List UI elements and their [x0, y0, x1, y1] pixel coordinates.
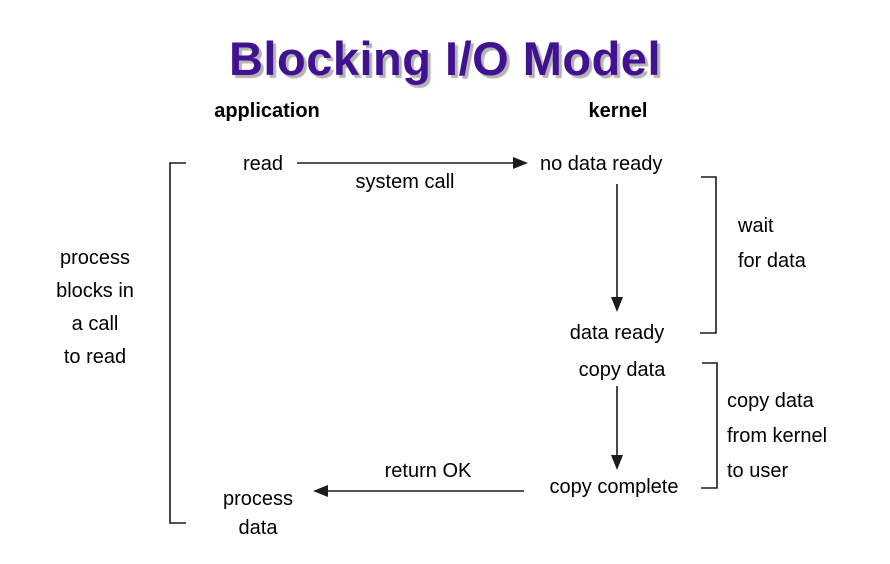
process-blocks-line1: process [59, 247, 131, 269]
arrowhead-down-icon [611, 297, 623, 312]
node-read: read [242, 153, 284, 175]
process-blocks-line4: to read [63, 346, 127, 368]
system-call-label: system call [355, 171, 455, 193]
node-copy-complete: copy complete [549, 476, 679, 498]
diagram-title: Blocking I/O Model [228, 32, 662, 85]
process-blocks-line3: a call [71, 313, 119, 335]
wait-for-data-bracket [700, 176, 717, 334]
wait-for-data-annotation: wait for data [738, 209, 806, 279]
arrowhead-right-icon [513, 157, 528, 169]
copy-kernel-line3: to user [727, 460, 789, 482]
column-header-application: application [214, 100, 320, 122]
node-data-ready: data ready [569, 322, 665, 344]
wait-arrow [611, 184, 623, 312]
node-process-data: process data [198, 485, 318, 543]
node-no-data-ready: no data ready [540, 153, 663, 175]
return-ok-label: return OK [384, 460, 472, 482]
arrowhead-down-icon [611, 455, 623, 470]
copy-kernel-line2: from kernel [727, 425, 828, 447]
copy-kernel-bracket [701, 362, 718, 489]
process-blocks-bracket [169, 162, 186, 524]
system-call-arrow [297, 157, 528, 169]
node-process-data-line2: data [238, 517, 278, 539]
return-ok-arrow [313, 485, 524, 497]
copy-kernel-line1: copy data [727, 390, 814, 412]
copy-arrow [611, 386, 623, 470]
wait-for-data-line1: wait [738, 215, 774, 237]
copy-kernel-to-user-annotation: copy data from kernel to user [727, 384, 827, 489]
process-blocks-annotation: process blocks in a call to read [35, 242, 155, 374]
wait-for-data-line2: for data [738, 250, 806, 272]
node-process-data-line1: process [222, 488, 294, 510]
process-blocks-line2: blocks in [56, 280, 134, 302]
column-header-kernel: kernel [588, 100, 648, 122]
node-copy-data: copy data [578, 359, 666, 381]
